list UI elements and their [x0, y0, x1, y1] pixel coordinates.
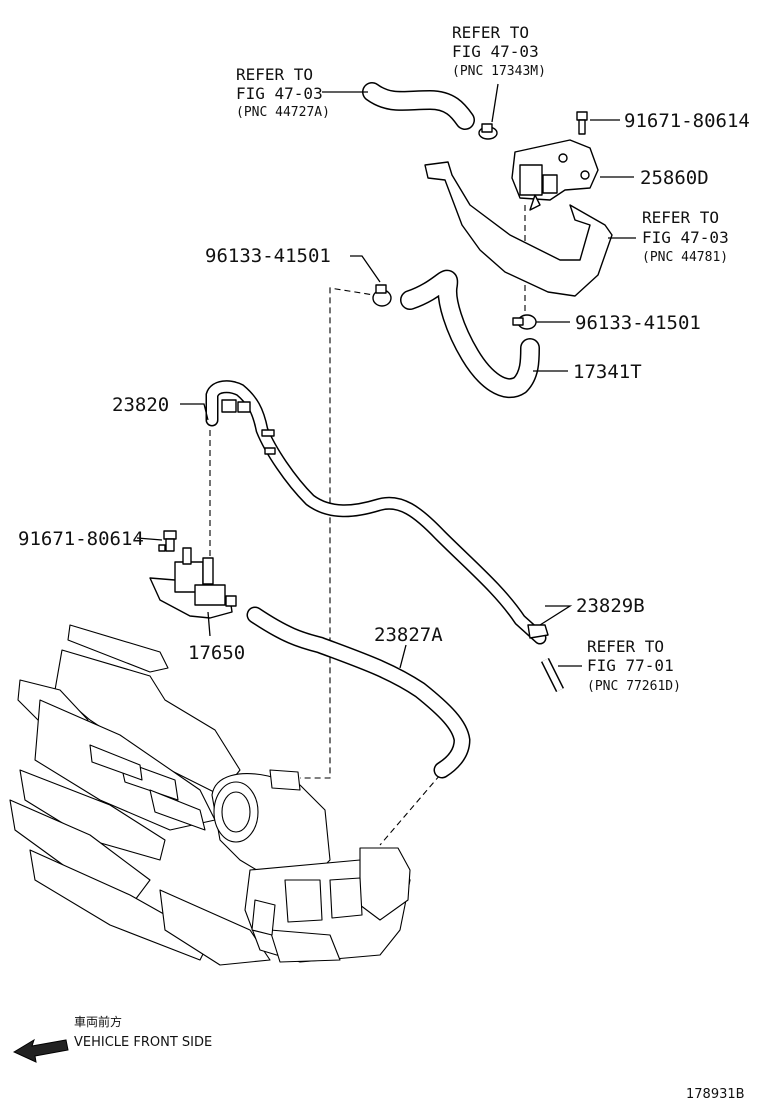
- hose-17341t: [400, 269, 540, 399]
- ref-line2: FIG 47-03: [236, 84, 323, 103]
- hose-23820: [205, 380, 549, 645]
- direction-english: VEHICLE FRONT SIDE: [74, 1035, 212, 1050]
- clamp-left: [372, 284, 392, 307]
- leader-lines: [136, 83, 636, 669]
- bracket-assembly: [424, 139, 613, 297]
- ref-line1: REFER TO: [642, 208, 719, 227]
- valve-17650: [149, 547, 237, 619]
- hose-44727a: [362, 82, 475, 130]
- ref-pnc: (PNC 77261D): [587, 679, 681, 694]
- label-23829b[interactable]: 23829B: [576, 595, 645, 617]
- label-clamp-left[interactable]: 96133-41501: [205, 245, 331, 267]
- engine-assembly: [9, 624, 411, 966]
- callout-ref-44781[interactable]: REFER TO FIG 47-03 (PNC 44781): [642, 208, 729, 265]
- ref-line1: REFER TO: [236, 65, 313, 84]
- ref-pnc: (PNC 44727A): [236, 105, 330, 120]
- callout-ref-17343m[interactable]: REFER TO FIG 47-03 (PNC 17343M): [452, 23, 546, 79]
- ref-line2: FIG 47-03: [452, 42, 539, 61]
- clamp-right: [512, 314, 537, 330]
- ref-pnc: (PNC 17343M): [452, 64, 546, 79]
- ref-line2: FIG 47-03: [642, 228, 729, 247]
- ref-line2: FIG 77-01: [587, 656, 674, 675]
- bolt-top: [576, 111, 588, 135]
- label-bolt-top[interactable]: 91671-80614: [624, 110, 750, 132]
- ref-line1: REFER TO: [452, 23, 529, 42]
- label-17650[interactable]: 17650: [188, 642, 245, 664]
- hose-23827a: [246, 606, 471, 779]
- ref-pnc: (PNC 44781): [642, 250, 728, 265]
- hose-end-77261d: [540, 657, 565, 693]
- figure-id: 178931B: [686, 1087, 745, 1102]
- label-bolt-left[interactable]: 91671-80614: [18, 528, 144, 550]
- label-23820[interactable]: 23820: [112, 394, 169, 416]
- direction-japanese: 車両前方: [74, 1014, 122, 1029]
- callout-ref-77261d[interactable]: REFER TO FIG 77-01 (PNC 77261D): [587, 637, 681, 694]
- connection-lines: [209, 205, 526, 846]
- label-25860d[interactable]: 25860D: [640, 167, 709, 189]
- bolt-left: [158, 530, 177, 552]
- callout-ref-44727a[interactable]: REFER TO FIG 47-03 (PNC 44727A): [236, 65, 330, 120]
- label-23827a[interactable]: 23827A: [374, 624, 443, 646]
- arrow-left-icon: [12, 1038, 69, 1063]
- label-clamp-right[interactable]: 96133-41501: [575, 312, 701, 334]
- label-17341t[interactable]: 17341T: [573, 361, 642, 383]
- clamp-17343m: [478, 123, 498, 140]
- direction-indicator: 車両前方 VEHICLE FRONT SIDE: [12, 1014, 212, 1063]
- ref-line1: REFER TO: [587, 637, 664, 656]
